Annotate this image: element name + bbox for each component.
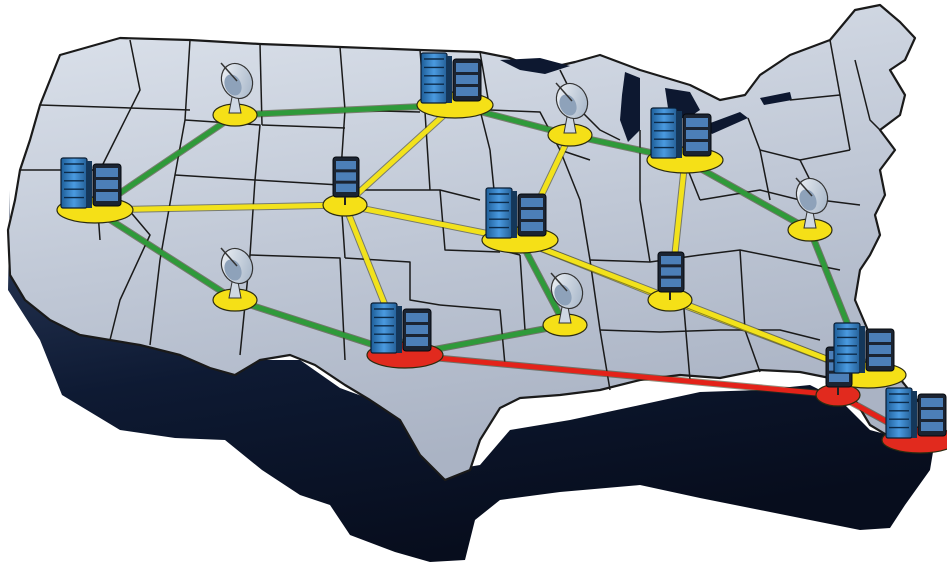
- satellite-dish-icon: [220, 62, 254, 114]
- server-rack-icon: [833, 322, 895, 374]
- node-icons: [60, 52, 947, 439]
- network-link-yellow: [92, 202, 348, 213]
- server-rack-icon: [485, 187, 547, 239]
- network-link-yellow: [517, 237, 871, 378]
- network-link-yellow: [342, 102, 458, 208]
- lake-michigan: [620, 72, 640, 142]
- satellite-dish-icon: [555, 82, 589, 134]
- network-relay-icon: [332, 156, 360, 205]
- server-rack-icon: [885, 387, 947, 439]
- server-rack-icon: [60, 157, 122, 209]
- network-link-green: [682, 157, 813, 233]
- map-extrusion-shadow: [8, 190, 935, 562]
- lake-erie: [705, 112, 748, 134]
- network-link-green: [517, 237, 568, 328]
- satellite-dish-icon: [220, 247, 254, 299]
- satellite-dish-icon: [550, 272, 584, 324]
- lake-ontario: [760, 92, 792, 105]
- network-relay-icon: [657, 251, 685, 300]
- satellite-dish-icon: [795, 177, 829, 229]
- network-link-red: [402, 352, 841, 398]
- lake-superior: [500, 58, 570, 74]
- server-rack-icon: [420, 52, 482, 104]
- network-link-green: [92, 207, 238, 303]
- server-rack-icon: [370, 302, 432, 354]
- server-rack-icon: [650, 107, 712, 159]
